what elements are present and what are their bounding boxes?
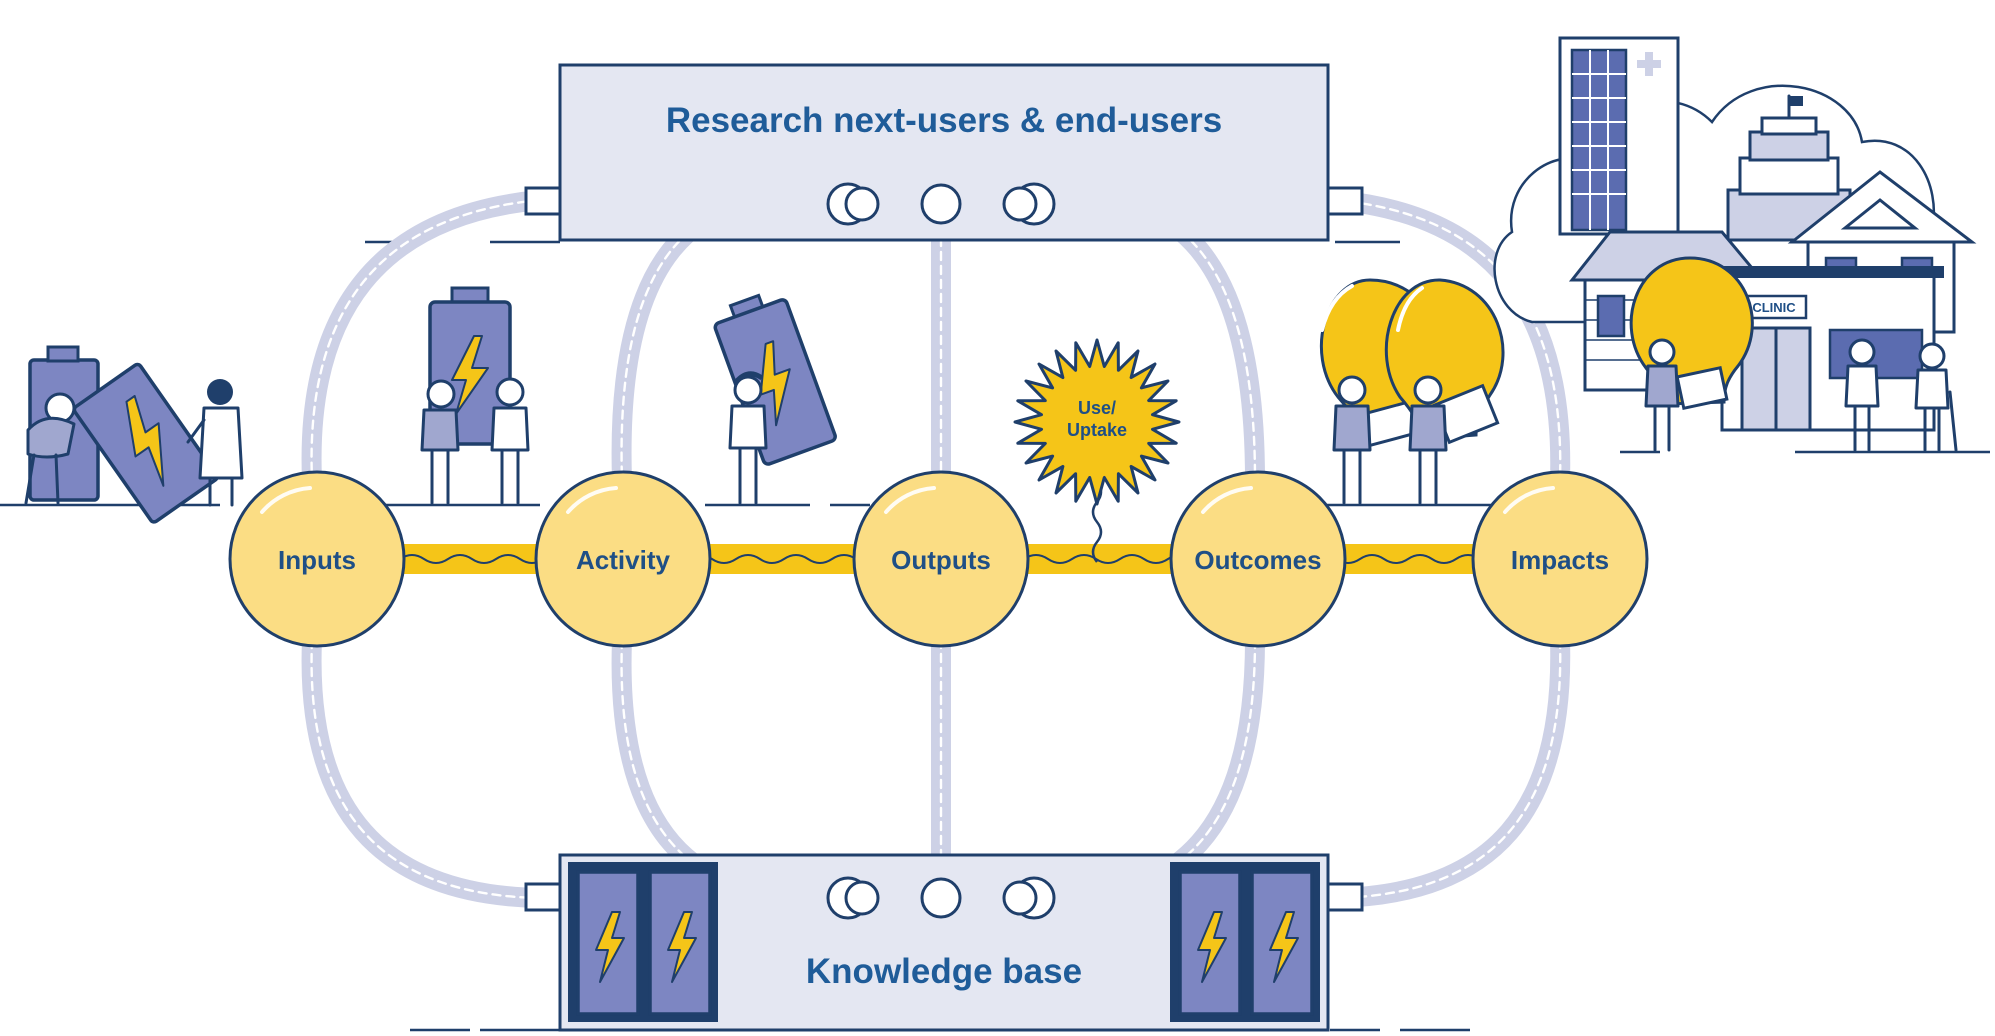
lightning-bolt-icon [451, 335, 489, 415]
research-users-box: Research next-users & end-users [524, 63, 1364, 242]
inputs-scene [24, 345, 244, 524]
person-icon [1644, 338, 1680, 452]
person-icon [1914, 342, 1958, 452]
node-outputs-label: Outputs [891, 545, 991, 575]
node-outcomes: Outcomes [1169, 470, 1347, 648]
node-impacts-label: Impacts [1511, 545, 1609, 575]
person-icon [1844, 338, 1880, 452]
lightning-bolt-icon [1197, 911, 1227, 983]
cable-plug-icon [524, 882, 562, 912]
node-activity: Activity [534, 470, 712, 648]
knowledge-base-box: Knowledge base [524, 853, 1364, 1032]
lightning-bolt-icon [1269, 911, 1299, 983]
impacts-town-scene: CLINIC [1493, 36, 1977, 452]
stored-batteries-right [1170, 862, 1320, 1022]
cable-plug-icon [826, 876, 880, 920]
cable-plug-icon [1326, 882, 1364, 912]
lightning-bolt-icon [667, 911, 697, 983]
cable-plug-icon [1002, 182, 1056, 226]
cable-plug-icon [524, 186, 562, 216]
cable-plug-icon [920, 183, 962, 225]
node-activity-label: Activity [576, 545, 670, 575]
research-users-title: Research next-users & end-users [666, 101, 1222, 140]
activity-scene [420, 286, 530, 505]
cable-plug-icon [1002, 876, 1056, 920]
outputs-scene [713, 293, 837, 505]
clinic-sign: CLINIC [1752, 300, 1796, 315]
cable-plug-icon [1326, 186, 1364, 216]
outcomes-scene [1319, 278, 1505, 505]
use-uptake-label-line1: Use/ [1078, 398, 1116, 418]
cable-plug-icon [826, 182, 880, 226]
node-impacts: Impacts [1471, 470, 1649, 648]
use-uptake-label-line2: Uptake [1067, 420, 1127, 440]
cable-plug-icon [920, 877, 962, 919]
lightning-bolt-icon [595, 911, 625, 983]
clinic-icon: CLINIC [1712, 266, 1944, 432]
battery-icon [648, 870, 712, 1016]
person-icon [728, 371, 768, 505]
use-uptake-burst: Use/ Uptake [1013, 338, 1181, 563]
person-icon [186, 379, 244, 507]
person-icon [490, 377, 530, 505]
knowledge-base-title: Knowledge base [806, 952, 1082, 991]
node-outcomes-label: Outcomes [1194, 545, 1321, 575]
lightning-bolt-icon [125, 395, 165, 487]
person-icon [24, 392, 76, 505]
person-icon [420, 379, 460, 505]
lightning-bolt-icon [759, 340, 791, 427]
node-outputs: Outputs [852, 470, 1030, 648]
person-icon [1408, 375, 1448, 505]
node-inputs: Inputs [228, 470, 406, 648]
person-icon [1332, 375, 1372, 505]
stored-batteries-left [568, 862, 718, 1022]
battery-icon [576, 870, 640, 1016]
hospital-icon [1558, 36, 1680, 236]
node-inputs-label: Inputs [278, 545, 356, 575]
